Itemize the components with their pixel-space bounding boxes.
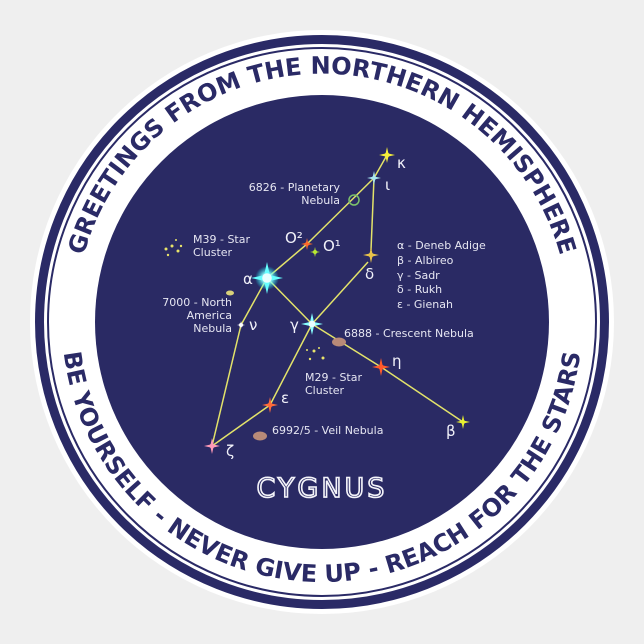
m29-label-2: Cluster — [305, 384, 345, 397]
legend-item: β - Albireo — [397, 254, 454, 267]
label-iota: ι — [385, 176, 390, 194]
m29-label-1: M29 - Star — [305, 371, 362, 384]
label-zeta: ζ — [226, 442, 234, 460]
star-kappa — [379, 147, 395, 163]
label-nu: ν — [249, 316, 257, 334]
label-epsilon: ε — [281, 389, 289, 407]
constellation-lines — [211, 154, 464, 447]
star-omicron2 — [301, 238, 313, 250]
outer-ring — [35, 35, 609, 609]
star-delta — [363, 247, 379, 263]
constellation-title: CYGNUS — [257, 473, 388, 504]
crescent-nebula-icon — [332, 337, 346, 347]
label-kappa: κ — [397, 154, 406, 172]
star-omicron1 — [310, 247, 320, 257]
planetary-nebula-label-2: Nebula — [301, 194, 340, 207]
north-america-label-3: Nebula — [193, 322, 232, 335]
label-alpha: α — [243, 270, 253, 288]
north-america-label-1: 7000 - North — [162, 296, 232, 309]
legend-item: α - Deneb Adige — [397, 239, 486, 252]
planetary-nebula-label-1: 6826 - Planetary — [249, 181, 341, 194]
label-gamma: γ — [290, 316, 299, 334]
star-legend: α - Deneb Adige β - Albireo γ - Sadr δ -… — [397, 239, 486, 311]
m39-label-1: M39 - Star — [193, 233, 250, 246]
crescent-nebula-label: 6888 - Crescent Nebula — [344, 327, 474, 340]
veil-nebula-label: 6992/5 - Veil Nebula — [272, 424, 383, 437]
star-alpha — [251, 262, 283, 294]
m39-label-2: Cluster — [193, 246, 233, 259]
m39-cluster-icon — [164, 239, 183, 257]
sky-disk — [95, 95, 549, 549]
star-iota — [367, 171, 381, 185]
legend-item: δ - Rukh — [397, 283, 442, 296]
label-delta: δ — [365, 265, 374, 283]
star-epsilon — [262, 397, 278, 413]
legend-item: ε - Gienah — [397, 298, 453, 311]
label-omicron2: O² — [285, 229, 303, 247]
north-america-label-2: America — [187, 309, 232, 322]
planetary-nebula-icon — [348, 194, 360, 206]
label-beta: β — [446, 422, 456, 440]
label-eta: η — [392, 352, 402, 370]
north-america-nebula-icon — [226, 290, 234, 296]
legend-item: γ - Sadr — [397, 269, 440, 282]
star-beta — [456, 415, 470, 429]
veil-nebula-icon — [253, 431, 267, 441]
label-omicron1: O¹ — [323, 237, 341, 255]
m29-cluster-icon — [306, 347, 325, 361]
thin-ring — [47, 47, 597, 597]
star-nu — [237, 321, 245, 329]
star-zeta — [204, 438, 220, 454]
star-eta — [372, 358, 390, 376]
star-gamma — [301, 313, 323, 335]
